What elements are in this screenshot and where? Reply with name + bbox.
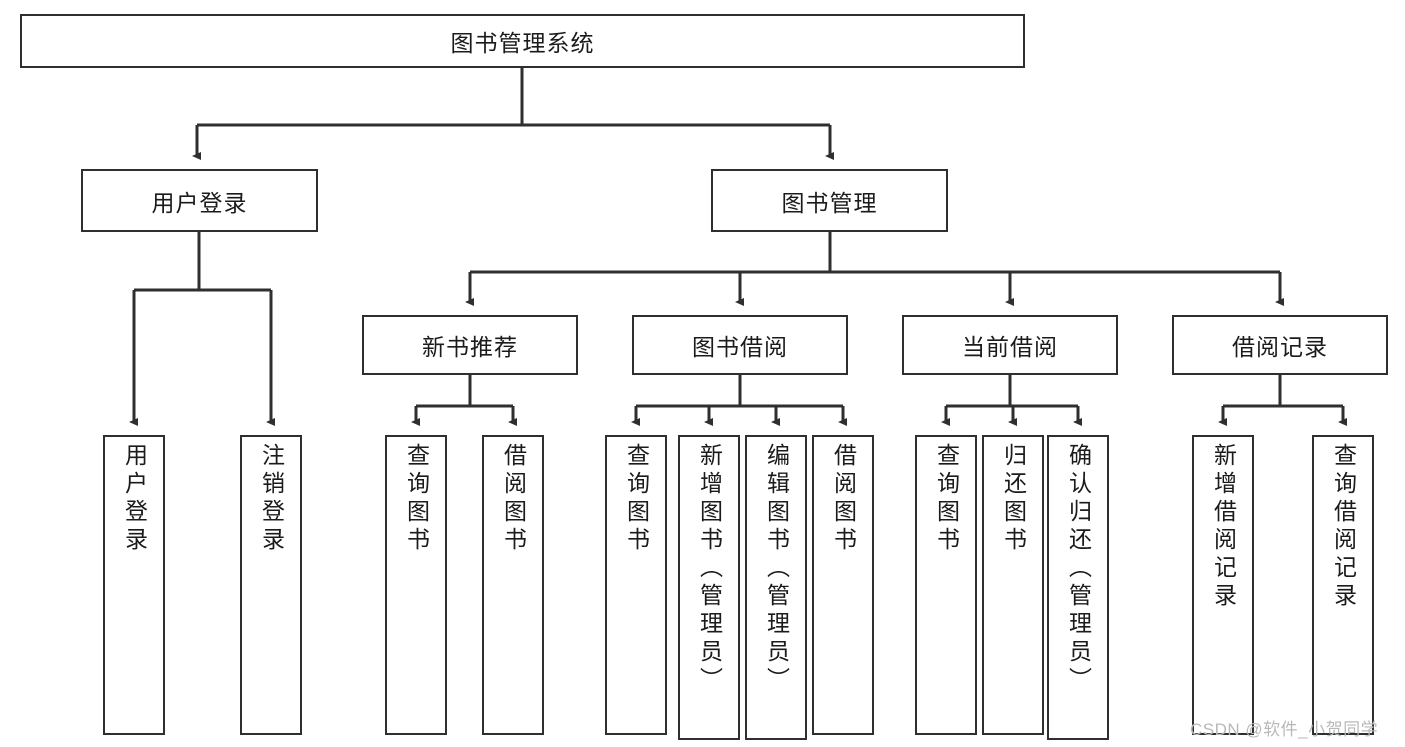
leaf-query-book-recommend-label: 查询图书 <box>403 443 430 555</box>
node-book-borrow[interactable]: 图书借阅 <box>632 315 848 375</box>
leaf-borrow-book-recommend[interactable]: 借阅图书 <box>482 435 544 735</box>
node-root[interactable]: 图书管理系统 <box>20 14 1025 68</box>
leaf-query-book-current-label: 查询图书 <box>933 443 960 555</box>
leaf-add-borrow-record-label: 新增借阅记录 <box>1210 443 1237 611</box>
leaf-return-book[interactable]: 归还图书 <box>982 435 1044 735</box>
leaf-return-book-label: 归还图书 <box>1000 443 1027 555</box>
leaf-borrow-book[interactable]: 借阅图书 <box>812 435 874 735</box>
leaf-borrow-book-label: 借阅图书 <box>830 443 857 555</box>
leaf-edit-book-admin-label: 编辑图书（管理员） <box>763 443 790 695</box>
leaf-user-login-label: 用户登录 <box>121 443 148 555</box>
node-current-borrow[interactable]: 当前借阅 <box>902 315 1118 375</box>
watermark: CSDN @软件_小贺同学 <box>1190 720 1379 739</box>
leaf-user-login[interactable]: 用户登录 <box>103 435 165 735</box>
node-book-management[interactable]: 图书管理 <box>711 169 948 232</box>
leaf-user-logout-label: 注销登录 <box>258 443 285 555</box>
node-borrow-records[interactable]: 借阅记录 <box>1172 315 1388 375</box>
leaf-confirm-return-admin[interactable]: 确认归还（管理员） <box>1047 435 1109 740</box>
node-current-borrow-label: 当前借阅 <box>962 334 1058 360</box>
leaf-query-borrow-record[interactable]: 查询借阅记录 <box>1312 435 1374 735</box>
leaf-query-book-borrow[interactable]: 查询图书 <box>605 435 667 735</box>
leaf-borrow-book-recommend-label: 借阅图书 <box>500 443 527 555</box>
leaf-query-borrow-record-label: 查询借阅记录 <box>1330 443 1357 611</box>
node-book-borrow-label: 图书借阅 <box>692 334 788 360</box>
leaf-query-book-borrow-label: 查询图书 <box>623 443 650 555</box>
node-root-label: 图书管理系统 <box>450 30 595 56</box>
node-user-login[interactable]: 用户登录 <box>81 169 318 232</box>
node-user-login-label: 用户登录 <box>151 189 248 216</box>
leaf-add-book-admin[interactable]: 新增图书（管理员） <box>678 435 740 740</box>
leaf-add-book-admin-label: 新增图书（管理员） <box>696 443 723 695</box>
leaf-edit-book-admin[interactable]: 编辑图书（管理员） <box>745 435 807 740</box>
leaf-confirm-return-admin-label: 确认归还（管理员） <box>1065 443 1092 695</box>
leaf-add-borrow-record[interactable]: 新增借阅记录 <box>1192 435 1254 735</box>
leaf-query-book-recommend[interactable]: 查询图书 <box>385 435 447 735</box>
node-borrow-records-label: 借阅记录 <box>1232 334 1328 360</box>
node-new-book-recommend-label: 新书推荐 <box>422 334 518 360</box>
node-book-management-label: 图书管理 <box>781 189 878 216</box>
leaf-user-logout[interactable]: 注销登录 <box>240 435 302 735</box>
leaf-query-book-current[interactable]: 查询图书 <box>915 435 977 735</box>
node-new-book-recommend[interactable]: 新书推荐 <box>362 315 578 375</box>
